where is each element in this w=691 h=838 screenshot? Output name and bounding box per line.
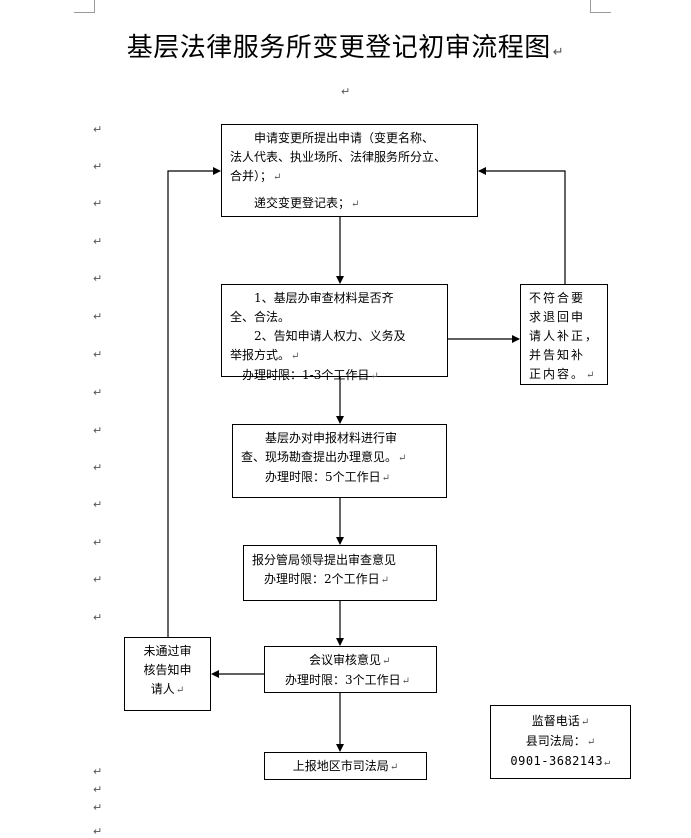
report-box: 上报地区市司法局↵ bbox=[264, 752, 427, 780]
paragraph-mark-icon: ↵ bbox=[93, 160, 103, 173]
paragraph-mark-icon: ↵ bbox=[93, 272, 103, 285]
meeting-review-box: 会议审核意见↵ 办理时限：3个工作日↵ bbox=[264, 646, 437, 693]
paragraph-mark-icon: ↵ bbox=[93, 197, 103, 210]
review-text-line: 举报方式。 bbox=[230, 348, 291, 362]
apply-step-box: 申请变更所提出申请（变更名称、 法人代表、执业场所、法律服务所分立、 合并）；↵… bbox=[221, 124, 478, 217]
apply-text-line: 递交变更登记表； bbox=[254, 196, 351, 210]
inspect-text-line: 基层办对申报材料进行审 bbox=[265, 431, 398, 445]
paragraph-mark-icon: ↵ bbox=[175, 685, 185, 696]
paragraph-mark-icon: ↵ bbox=[93, 348, 103, 361]
leader-text-line: 报分管局领导提出审查意见 bbox=[252, 553, 397, 567]
leader-review-box: 报分管局领导提出审查意见 办理时限：2个工作日↵ bbox=[243, 545, 437, 601]
paragraph-mark-icon: ↵ bbox=[398, 453, 407, 464]
paragraph-mark-icon: ↵ bbox=[93, 461, 103, 474]
paragraph-mark-icon: ↵ bbox=[93, 498, 103, 511]
paragraph-mark-icon: ↵ bbox=[93, 801, 103, 814]
paragraph-mark-icon: ↵ bbox=[604, 757, 611, 768]
leader-time-limit: 办理时限：2个工作日 bbox=[264, 572, 380, 586]
paragraph-mark-icon: ↵ bbox=[552, 45, 565, 60]
review-time-limit: 办理时限：1-3个工作日 bbox=[242, 368, 370, 382]
paragraph-mark-icon: ↵ bbox=[93, 611, 103, 624]
notify-text-line: 未通过审 bbox=[143, 644, 192, 658]
initial-review-box: 1、基层办审查材料是否齐 全、合法。 2、告知申请人权力、义务及 举报方式。↵ … bbox=[221, 284, 448, 382]
paragraph-mark-icon: ↵ bbox=[382, 656, 391, 667]
reject-text-line: 请人补正， bbox=[529, 329, 600, 343]
meeting-text-line: 会议审核意见 bbox=[309, 653, 382, 667]
paragraph-mark-icon: ↵ bbox=[341, 85, 351, 98]
inspect-text-line: 查、现场勘查提出办理意见。 bbox=[241, 450, 398, 464]
paragraph-mark-icon: ↵ bbox=[93, 386, 103, 399]
review-text-line: 全、合法。 bbox=[230, 310, 291, 324]
reject-text-line: 并告知补 bbox=[529, 348, 586, 362]
paragraph-mark-icon: ↵ bbox=[93, 310, 103, 323]
paragraph-mark-icon: ↵ bbox=[401, 676, 411, 687]
supervision-phone-number: 0901-3682143 bbox=[510, 754, 604, 768]
page-title-text: 基层法律服务所变更登记初审流程图 bbox=[126, 33, 551, 63]
reject-text-line: 求退回申 bbox=[529, 310, 586, 324]
reject-return-box: 不符合要 求退回申 请人补正， 并告知补 正内容。↵ bbox=[520, 284, 608, 385]
paragraph-mark-icon: ↵ bbox=[93, 536, 103, 549]
crop-mark-top-right bbox=[590, 0, 611, 13]
paragraph-mark-icon: ↵ bbox=[580, 717, 590, 728]
arrow-notify-to-apply bbox=[167, 167, 221, 637]
review-text-line: 1、基层办审查材料是否齐 bbox=[254, 291, 394, 305]
paragraph-mark-icon: ↵ bbox=[389, 762, 399, 773]
apply-text-line: 法人代表、执业场所、法律服务所分立、 bbox=[230, 150, 447, 164]
paragraph-mark-icon: ↵ bbox=[381, 473, 391, 484]
paragraph-mark-icon: ↵ bbox=[93, 825, 103, 838]
arrow-reject-to-apply bbox=[478, 167, 566, 284]
paragraph-mark-icon: ↵ bbox=[291, 351, 300, 362]
meeting-time-limit: 办理时限：3个工作日 bbox=[285, 673, 401, 687]
reject-text-line: 正内容。 bbox=[529, 367, 586, 381]
paragraph-mark-icon: ↵ bbox=[93, 424, 103, 437]
paragraph-mark-icon: ↵ bbox=[380, 575, 390, 586]
paragraph-mark-icon: ↵ bbox=[93, 123, 103, 136]
paragraph-mark-icon: ↵ bbox=[93, 573, 103, 586]
notify-text-line: 核告知申 bbox=[143, 663, 192, 677]
paragraph-mark-icon: ↵ bbox=[586, 370, 597, 381]
paragraph-mark-icon: ↵ bbox=[370, 371, 379, 382]
paragraph-mark-icon: ↵ bbox=[273, 172, 282, 183]
supervision-agency: 县司法局： bbox=[525, 734, 586, 748]
paragraph-mark-icon: ↵ bbox=[93, 235, 103, 248]
not-approved-notify-box: 未通过审 核告知申 请人↵ bbox=[124, 637, 211, 711]
paragraph-mark-icon: ↵ bbox=[93, 783, 103, 796]
paragraph-mark-icon: ↵ bbox=[93, 765, 103, 778]
field-inspection-box: 基层办对申报材料进行审 查、现场勘查提出办理意见。↵ 办理时限：5个工作日↵ bbox=[232, 424, 447, 498]
paragraph-mark-icon: ↵ bbox=[586, 737, 596, 748]
inspect-time-limit: 办理时限：5个工作日 bbox=[265, 470, 381, 484]
review-text-line: 2、告知申请人权力、义务及 bbox=[254, 329, 406, 343]
paragraph-mark-icon: ↵ bbox=[351, 199, 360, 210]
apply-text-line: 申请变更所提出申请（变更名称、 bbox=[254, 131, 435, 145]
reject-text-line: 不符合要 bbox=[529, 291, 586, 305]
supervision-heading: 监督电话 bbox=[531, 714, 580, 728]
supervision-phone-box: 监督电话↵ 县司法局：↵ 0901-3682143↵ bbox=[490, 705, 631, 779]
notify-text-line: 请人 bbox=[150, 682, 175, 696]
crop-mark-top-left bbox=[74, 0, 95, 13]
apply-text-line: 合并）； bbox=[230, 169, 273, 183]
report-text-line: 上报地区市司法局 bbox=[292, 759, 389, 773]
page-title: 基层法律服务所变更登记初审流程图↵ bbox=[0, 27, 691, 64]
